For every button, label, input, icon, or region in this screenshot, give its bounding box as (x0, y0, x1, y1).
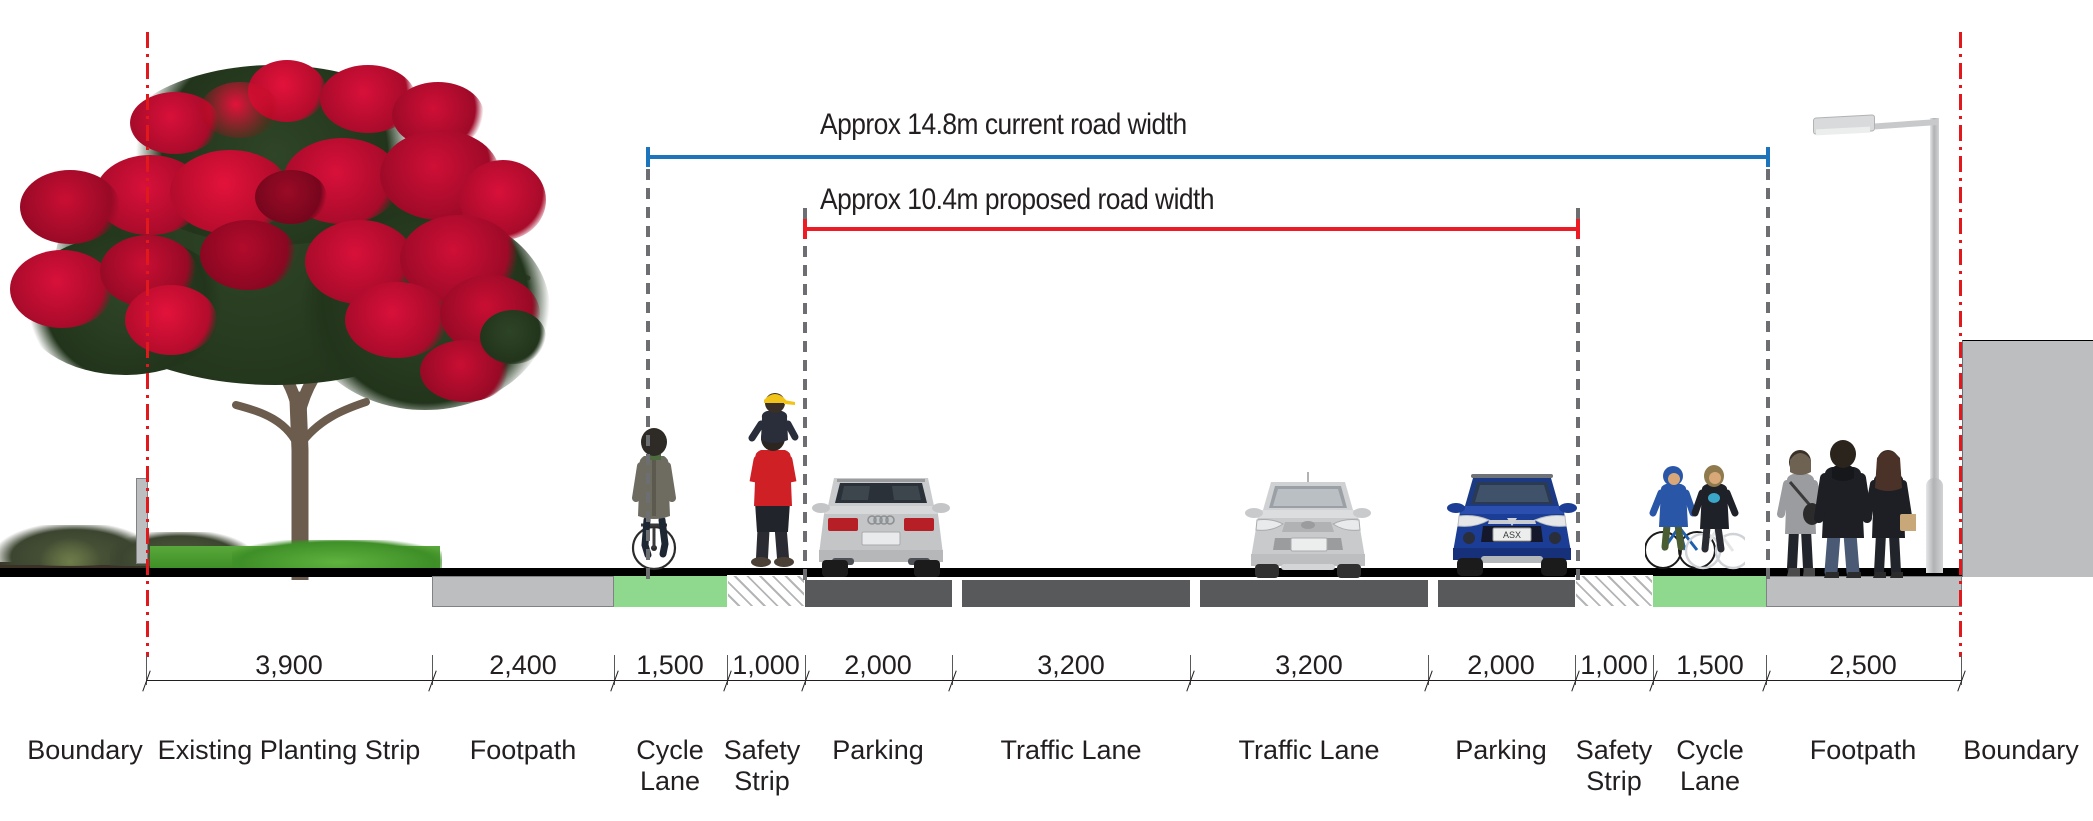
svg-text:ASX: ASX (1503, 530, 1521, 540)
strip-footpath-left (432, 576, 614, 607)
extension-line-current-right (1766, 150, 1770, 580)
dim-tick-2 (614, 655, 615, 685)
segment-label-parking-left: Parking (832, 735, 924, 765)
strip-cycle-lane-left (614, 576, 727, 607)
segment-label-boundary-right: Boundary (1963, 735, 2079, 765)
dim-tick-1 (432, 655, 433, 685)
segment-label-boundary-left: Boundary (27, 735, 143, 765)
segment-label-footpath-right: Footpath (1809, 735, 1917, 765)
segment-label-cycle-left-line2: Lane (639, 766, 701, 797)
ground-line (0, 568, 1962, 577)
segment-label-cycle-right: Cycle Lane (1676, 735, 1744, 797)
strip-safety-left (727, 575, 805, 607)
dim-tick-11 (1961, 655, 1962, 685)
extension-line-proposed-right (1576, 208, 1580, 580)
dim-value-footpath-right: 2,500 (1829, 650, 1897, 680)
dim-value-traffic-right: 3,200 (1275, 650, 1343, 680)
grass-tuft (40, 538, 100, 566)
dim-tick-5 (952, 655, 953, 685)
strip-cycle-lane-right (1653, 576, 1766, 607)
moving-car-silver-hatchback (1239, 468, 1377, 580)
dim-value-parking-right: 2,000 (1467, 650, 1535, 680)
dim-tick-0 (146, 655, 147, 685)
adult-carrying-child (742, 390, 804, 572)
dimension-chain-line (146, 680, 1961, 681)
lane-marking-2 (1190, 580, 1200, 607)
dim-tick-10 (1766, 655, 1767, 685)
pedestrians-right (1776, 438, 1917, 579)
street-light-pole (1930, 118, 1939, 573)
dim-tick-8 (1575, 655, 1576, 685)
dim-tick-7 (1428, 655, 1429, 685)
current-width-bar (646, 155, 1770, 159)
segment-label-planting-strip: Existing Planting Strip (157, 735, 421, 765)
extension-line-current-left (646, 150, 650, 580)
dim-tick-3 (727, 655, 728, 685)
segment-label-cycle-right-line2: Lane (1679, 766, 1741, 797)
segment-label-footpath-left: Footpath (469, 735, 577, 765)
segment-label-cycle-left-line1: Cycle (636, 735, 704, 765)
proposed-width-bar (803, 227, 1580, 231)
segment-label-parking-right: Parking (1455, 735, 1547, 765)
dim-value-footpath-left: 2,400 (489, 650, 557, 680)
cyclists-right (1644, 465, 1752, 575)
segment-label-safety-left-line2: Strip (734, 766, 790, 797)
segment-label-safety-right: Safety Strip (1576, 735, 1653, 797)
boundary-line-right (1959, 32, 1962, 657)
current-width-label: Approx 14.8m current road width (820, 108, 1187, 141)
dim-value-planting-strip: 3,900 (255, 650, 323, 680)
current-width-cap-left (646, 147, 650, 167)
strip-footpath-right (1766, 576, 1962, 607)
dim-value-traffic-left: 3,200 (1037, 650, 1105, 680)
pohutukawa-tree (0, 20, 550, 580)
lane-marking-3 (1428, 580, 1438, 607)
segment-label-traffic-left: Traffic Lane (1000, 735, 1142, 765)
segment-label-safety-left-line1: Safety (723, 735, 801, 765)
dim-value-parking-left: 2,000 (844, 650, 912, 680)
strip-safety-right (1575, 575, 1653, 607)
dim-tick-6 (1190, 655, 1191, 685)
parked-car-silver-wagon (808, 462, 954, 580)
segment-label-traffic-right: Traffic Lane (1238, 735, 1380, 765)
extension-line-proposed-left (803, 208, 807, 580)
dim-value-cycle-right: 1,500 (1676, 650, 1744, 680)
segment-label-safety-right-line1: Safety (1575, 735, 1653, 765)
proposed-width-cap-left (803, 219, 807, 239)
dim-tick-9 (1653, 655, 1654, 685)
lawn-grass-2 (232, 540, 442, 568)
building-facade (1962, 340, 2093, 577)
segment-label-safety-right-line2: Strip (1586, 766, 1642, 797)
dim-value-safety-left: 1,000 (732, 650, 800, 680)
dim-value-cycle-left: 1,500 (636, 650, 704, 680)
proposed-width-cap-right (1576, 219, 1580, 239)
street-light-base (1926, 478, 1943, 573)
current-width-cap-right (1766, 147, 1770, 167)
dim-tick-4 (805, 655, 806, 685)
cyclist-left (628, 420, 680, 572)
segment-label-cycle-right-line1: Cycle (1676, 735, 1744, 765)
proposed-width-label: Approx 10.4m proposed road width (820, 183, 1215, 216)
segment-label-cycle-left: Cycle Lane (636, 735, 704, 797)
boundary-line-left (146, 32, 149, 657)
dim-value-safety-right: 1,000 (1580, 650, 1648, 680)
parked-car-blue-suv: ASX (1443, 458, 1581, 580)
segment-label-safety-left: Safety Strip (724, 735, 801, 797)
lane-marking-1 (952, 580, 962, 607)
